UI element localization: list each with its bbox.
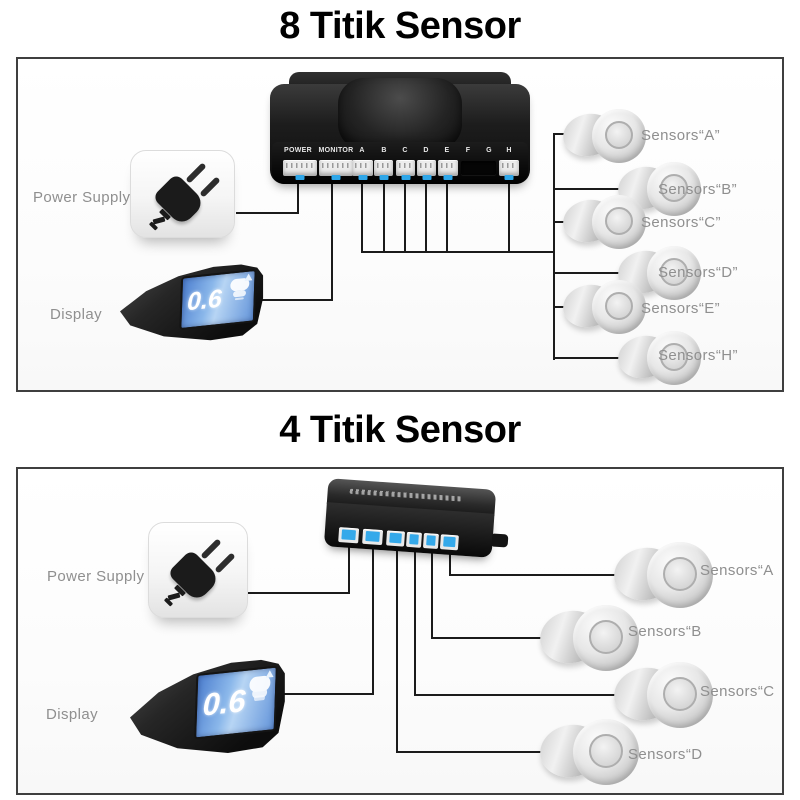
control-box-port-panel: POWER MONITOR A B C D E F G H xyxy=(272,142,528,184)
section-title-4: 4 Titik Sensor xyxy=(279,409,521,451)
power-supply-box xyxy=(148,522,248,618)
control-box-mount-tab xyxy=(491,533,509,548)
sensor-d xyxy=(614,246,702,300)
wire xyxy=(446,178,448,253)
wire xyxy=(425,178,427,253)
sensor-a xyxy=(559,109,647,163)
sensor-label-d: Sensors“D” xyxy=(658,264,738,281)
connector-monitor xyxy=(319,160,353,176)
sensor-d xyxy=(535,719,640,785)
port-label-monitor: MONITOR xyxy=(318,147,354,154)
connector-d xyxy=(417,160,436,176)
wire xyxy=(236,212,299,214)
wire xyxy=(383,178,385,253)
sensor-label-b: Sensors“B” xyxy=(658,181,738,198)
connector-2 xyxy=(405,531,422,548)
connector-b xyxy=(374,160,393,176)
wire xyxy=(372,541,374,695)
sensor-e xyxy=(559,280,647,334)
wire xyxy=(449,550,451,576)
display-device: 0.6 xyxy=(130,658,288,754)
connector-monitor xyxy=(362,528,384,546)
sensor-label-b: Sensors“B xyxy=(628,623,702,640)
connector-slot-empty xyxy=(461,161,496,175)
wire xyxy=(449,574,618,576)
display-screen: 0.6 xyxy=(179,268,257,331)
sensor-label-a: Sensors“A” xyxy=(641,127,721,144)
display-reading: 0.6 xyxy=(201,683,246,724)
control-box-4 xyxy=(323,478,497,558)
port-label-power: POWER xyxy=(284,147,312,154)
sensor-a xyxy=(609,542,714,608)
wire xyxy=(396,751,548,753)
display-label: Display xyxy=(50,306,102,323)
wire xyxy=(431,637,548,639)
power-supply-label: Power Supply xyxy=(47,568,145,585)
wire xyxy=(361,251,555,253)
sensor-h xyxy=(614,331,702,385)
sensor-label-a: Sensors“A xyxy=(700,562,774,579)
section-title-8: 8 Titik Sensor xyxy=(279,5,521,47)
port-label-a: A xyxy=(359,147,365,154)
display-label: Display xyxy=(46,706,98,723)
port-label-g: G xyxy=(486,147,492,154)
connector-3 xyxy=(422,533,439,550)
connector-4 xyxy=(439,534,459,551)
wire xyxy=(276,693,374,695)
wire xyxy=(553,188,630,190)
wire xyxy=(414,546,416,696)
sensor-b xyxy=(535,605,640,671)
wire xyxy=(414,694,620,696)
wire xyxy=(553,272,630,274)
sensor-label-d: Sensors“D xyxy=(628,746,703,763)
connector-power xyxy=(283,160,317,176)
wire xyxy=(553,133,555,360)
sensor-label-c: Sensors“C” xyxy=(641,214,721,231)
connector-power xyxy=(338,527,360,544)
plug-icon xyxy=(161,533,236,607)
connector-1 xyxy=(386,530,406,547)
wire xyxy=(396,544,398,753)
display-reading: 0.6 xyxy=(186,284,223,317)
sensor-label-e: Sensors“E” xyxy=(641,300,721,317)
wire xyxy=(348,538,350,594)
sensor-c xyxy=(609,662,714,728)
car-icon xyxy=(249,676,271,694)
port-label-c: C xyxy=(402,147,408,154)
port-label-h: H xyxy=(506,147,512,154)
warning-icon xyxy=(265,670,274,679)
port-label-e: E xyxy=(444,147,450,154)
wire xyxy=(508,178,510,253)
wire xyxy=(431,548,433,639)
power-supply-box xyxy=(130,150,235,238)
wire xyxy=(256,299,333,301)
wire xyxy=(331,178,333,301)
plug-icon xyxy=(146,157,221,231)
port-label-f: F xyxy=(465,147,471,154)
connector-e xyxy=(438,160,458,176)
power-supply-label: Power Supply xyxy=(33,189,131,206)
sensor-b xyxy=(614,162,702,216)
control-box-cover xyxy=(338,78,462,150)
wire xyxy=(404,178,406,253)
sensor-label-c: Sensors“C xyxy=(700,683,775,700)
display-screen: 0.6 xyxy=(193,665,278,741)
wire xyxy=(297,178,299,214)
connector-c xyxy=(396,160,415,176)
port-label-b: B xyxy=(381,147,387,154)
port-label-d: D xyxy=(423,147,429,154)
sensor-c xyxy=(559,195,647,249)
warning-icon xyxy=(244,273,253,282)
connector-a xyxy=(352,160,373,176)
wire xyxy=(553,357,630,359)
wire xyxy=(248,592,350,594)
sensor-label-h: Sensors“H” xyxy=(658,347,738,364)
wire xyxy=(361,178,363,253)
display-device: 0.6 xyxy=(120,263,266,341)
connector-h xyxy=(499,160,519,176)
